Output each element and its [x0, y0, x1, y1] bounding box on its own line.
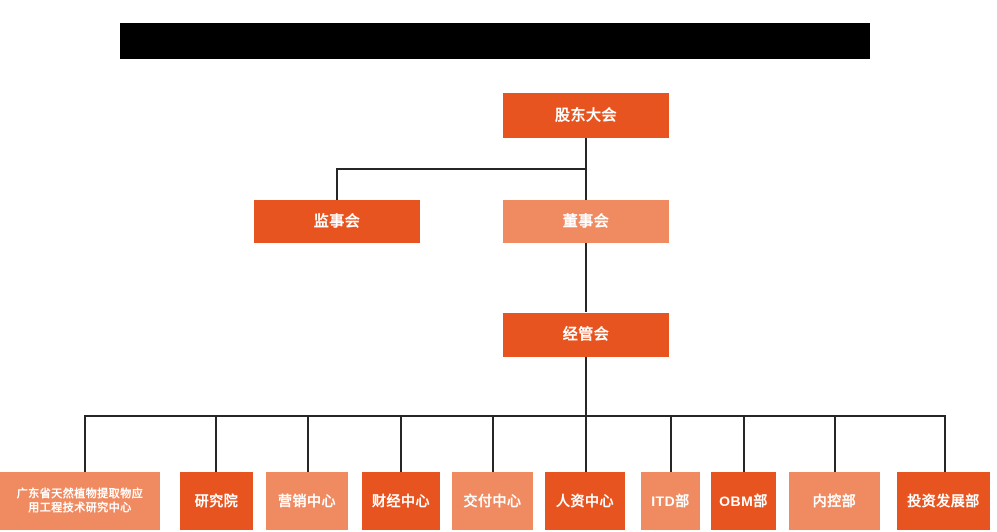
node-internal-ctrl[interactable]: 内控部 — [789, 472, 880, 530]
node-itd-label: ITD部 — [651, 492, 690, 509]
node-marketing[interactable]: 营销中心 — [266, 472, 348, 530]
node-internal-ctrl-label: 内控部 — [812, 492, 857, 509]
node-rd-center-label-line1: 广东省天然植物提取物应 — [16, 487, 144, 500]
node-rd-center[interactable]: 广东省天然植物提取物应用工程技术研究中心 — [0, 472, 160, 530]
node-supervisors[interactable]: 监事会 — [254, 200, 420, 243]
connector-drop-institute — [215, 415, 217, 472]
node-finance-label: 财经中心 — [372, 492, 430, 509]
connector-management-down — [585, 357, 587, 417]
connector-supervisors-drop — [336, 168, 338, 200]
connector-drop-finance — [400, 415, 402, 472]
node-marketing-label: 营销中心 — [278, 492, 336, 509]
node-board[interactable]: 董事会 — [503, 200, 669, 243]
connector-drop-itd — [670, 415, 672, 472]
connector-shareholders-bus — [336, 168, 587, 170]
connector-shareholders-down — [585, 138, 587, 170]
connector-department-bus — [84, 415, 945, 417]
connector-drop-obm — [743, 415, 745, 472]
node-supervisors-label: 监事会 — [313, 212, 361, 230]
connector-drop-marketing — [307, 415, 309, 472]
node-institute[interactable]: 研究院 — [180, 472, 253, 530]
node-shareholders[interactable]: 股东大会 — [503, 93, 669, 138]
node-institute-label: 研究院 — [194, 492, 239, 509]
node-obm[interactable]: OBM部 — [711, 472, 776, 530]
connector-drop-hr — [585, 415, 587, 472]
node-board-label: 董事会 — [562, 212, 610, 230]
connector-board-drop — [585, 168, 587, 200]
node-hr-label: 人资中心 — [556, 492, 614, 509]
node-rd-center-label-line2: 用工程技术研究中心 — [28, 502, 132, 514]
node-management-label: 经管会 — [562, 326, 610, 344]
node-obm-label: OBM部 — [719, 492, 768, 509]
node-itd[interactable]: ITD部 — [641, 472, 700, 530]
connector-drop-rd-center — [84, 415, 86, 472]
node-investment-label: 投资发展部 — [907, 492, 980, 509]
title-banner — [120, 23, 870, 59]
connector-drop-delivery — [492, 415, 494, 472]
connector-drop-internal-ctrl — [834, 415, 836, 472]
connector-board-to-management — [585, 242, 587, 312]
node-hr[interactable]: 人资中心 — [545, 472, 625, 530]
node-delivery-label: 交付中心 — [463, 492, 522, 509]
node-shareholders-label: 股东大会 — [554, 106, 617, 124]
node-delivery[interactable]: 交付中心 — [452, 472, 533, 530]
node-rd-center-label: 广东省天然植物提取物应用工程技术研究中心 — [13, 487, 148, 516]
node-finance[interactable]: 财经中心 — [362, 472, 440, 530]
node-management[interactable]: 经管会 — [503, 313, 669, 357]
node-investment[interactable]: 投资发展部 — [897, 472, 990, 530]
connector-drop-investment — [944, 415, 946, 472]
